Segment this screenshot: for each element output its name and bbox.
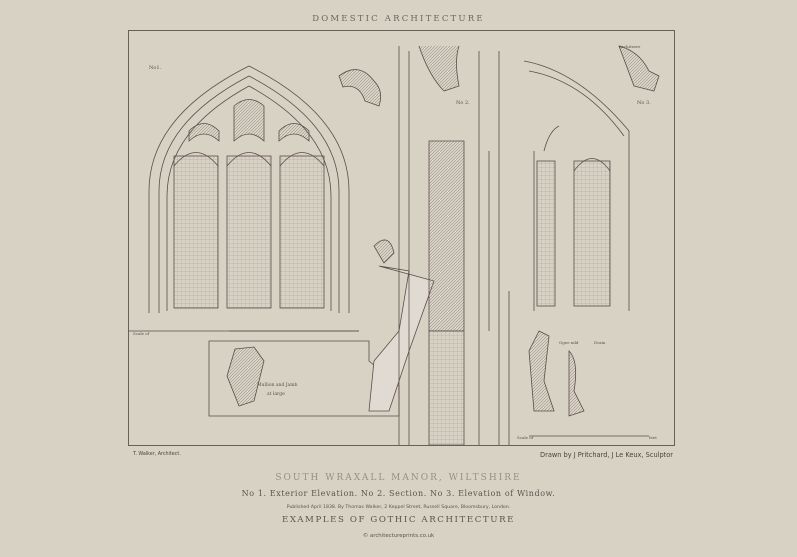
label-feet: feet: [649, 435, 657, 440]
label-ogee: Ogee mld: [559, 340, 579, 345]
label-at-large: at large: [267, 391, 285, 397]
label-no1: No1.: [149, 65, 162, 71]
gothic-window-drawing: No1. No 2. No 3. Mullion and Jamb at lar…: [129, 44, 660, 445]
label-no2: No 2.: [456, 100, 470, 106]
credit-left: T. Walker, Architect.: [133, 452, 181, 457]
website-credit: © architectureprints.co.uk: [362, 533, 435, 539]
credit-right: Drawn by J Pritchard, J Le Keux, Sculpto…: [540, 451, 673, 459]
publisher-line: Published April 1838. By Thomas Walker, …: [286, 505, 511, 510]
series-title: EXAMPLES OF GOTHIC ARCHITECTURE: [281, 515, 516, 525]
label-mullion: Mullion and Jamb: [257, 382, 298, 388]
sub-title: No 1. Exterior Elevation. No 2. Section.…: [241, 489, 556, 498]
engraving-plate: No1. No 2. No 3. Mullion and Jamb at lar…: [128, 30, 675, 446]
label-scale-bottom: Scale of: [517, 435, 534, 440]
label-drain: Drain: [594, 340, 606, 345]
label-architrave: Architrave: [618, 44, 641, 49]
header-title: DOMESTIC ARCHITECTURE: [312, 14, 485, 24]
label-scale-left: Scale of: [133, 331, 150, 336]
main-title: SOUTH WRAXALL MANOR, WILTSHIRE: [275, 473, 522, 483]
label-no3: No 3.: [637, 100, 651, 106]
